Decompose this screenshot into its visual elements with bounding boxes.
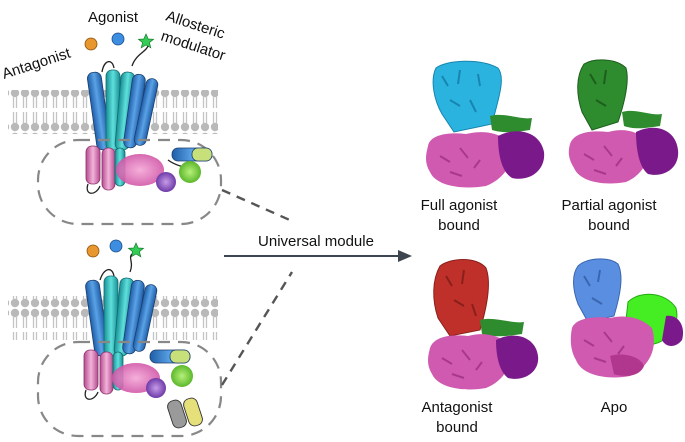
map-partial-agonist xyxy=(568,59,679,184)
arrow-head-icon xyxy=(398,250,412,262)
pink-module-blob xyxy=(116,154,164,186)
map-full-agonist xyxy=(426,60,545,188)
pointer-line-top xyxy=(221,188,293,223)
antagonist-ball-icon xyxy=(84,37,98,51)
fab-cylinder-yellow xyxy=(183,397,203,427)
bottom-receptor-schematic xyxy=(8,239,223,438)
map-label-antagonist-2: bound xyxy=(436,419,478,436)
map-antagonist xyxy=(428,259,539,390)
helix-pink-b2 xyxy=(99,351,114,395)
map-label-apo-1: Apo xyxy=(601,399,628,416)
map-label-full-agonist-2: bound xyxy=(438,217,480,234)
agonist-ball-icon-2 xyxy=(109,239,123,253)
green-ball-icon-2 xyxy=(171,365,193,387)
map-label-partial-agonist-1: Partial agonist xyxy=(561,197,657,214)
universal-module-label: Universal module xyxy=(258,233,374,250)
helix-pink-1 xyxy=(85,145,101,185)
map-label-partial-agonist-2: bound xyxy=(588,217,630,234)
helix-pink-b1 xyxy=(83,349,99,391)
green-ball-icon xyxy=(179,161,201,183)
helix-pink-2 xyxy=(101,147,116,191)
map-apo xyxy=(570,258,684,378)
purple-ball-icon-2 xyxy=(146,378,166,398)
agonist-ball-icon xyxy=(111,32,125,46)
map-label-antagonist-1: Antagonist xyxy=(422,399,494,416)
top-receptor-schematic: Antagonist Agonist Allosteric modulator xyxy=(0,8,227,226)
dashed-module-box-top xyxy=(36,138,223,226)
fab-cylinder-gray xyxy=(167,399,187,429)
allosteric-star-icon xyxy=(137,33,155,49)
pointer-line-bottom xyxy=(220,271,294,386)
antagonist-ball-icon-2 xyxy=(86,244,100,258)
agonist-label: Agonist xyxy=(88,9,139,26)
purple-ball-icon xyxy=(156,172,176,192)
antagonist-label: Antagonist xyxy=(0,44,73,82)
helix-blue-3 xyxy=(133,78,159,146)
allosteric-star-icon-2 xyxy=(127,242,145,258)
helix-blue-b3 xyxy=(132,284,158,352)
map-label-full-agonist-1: Full agonist xyxy=(421,197,499,214)
dashed-module-box-bottom xyxy=(36,340,223,438)
